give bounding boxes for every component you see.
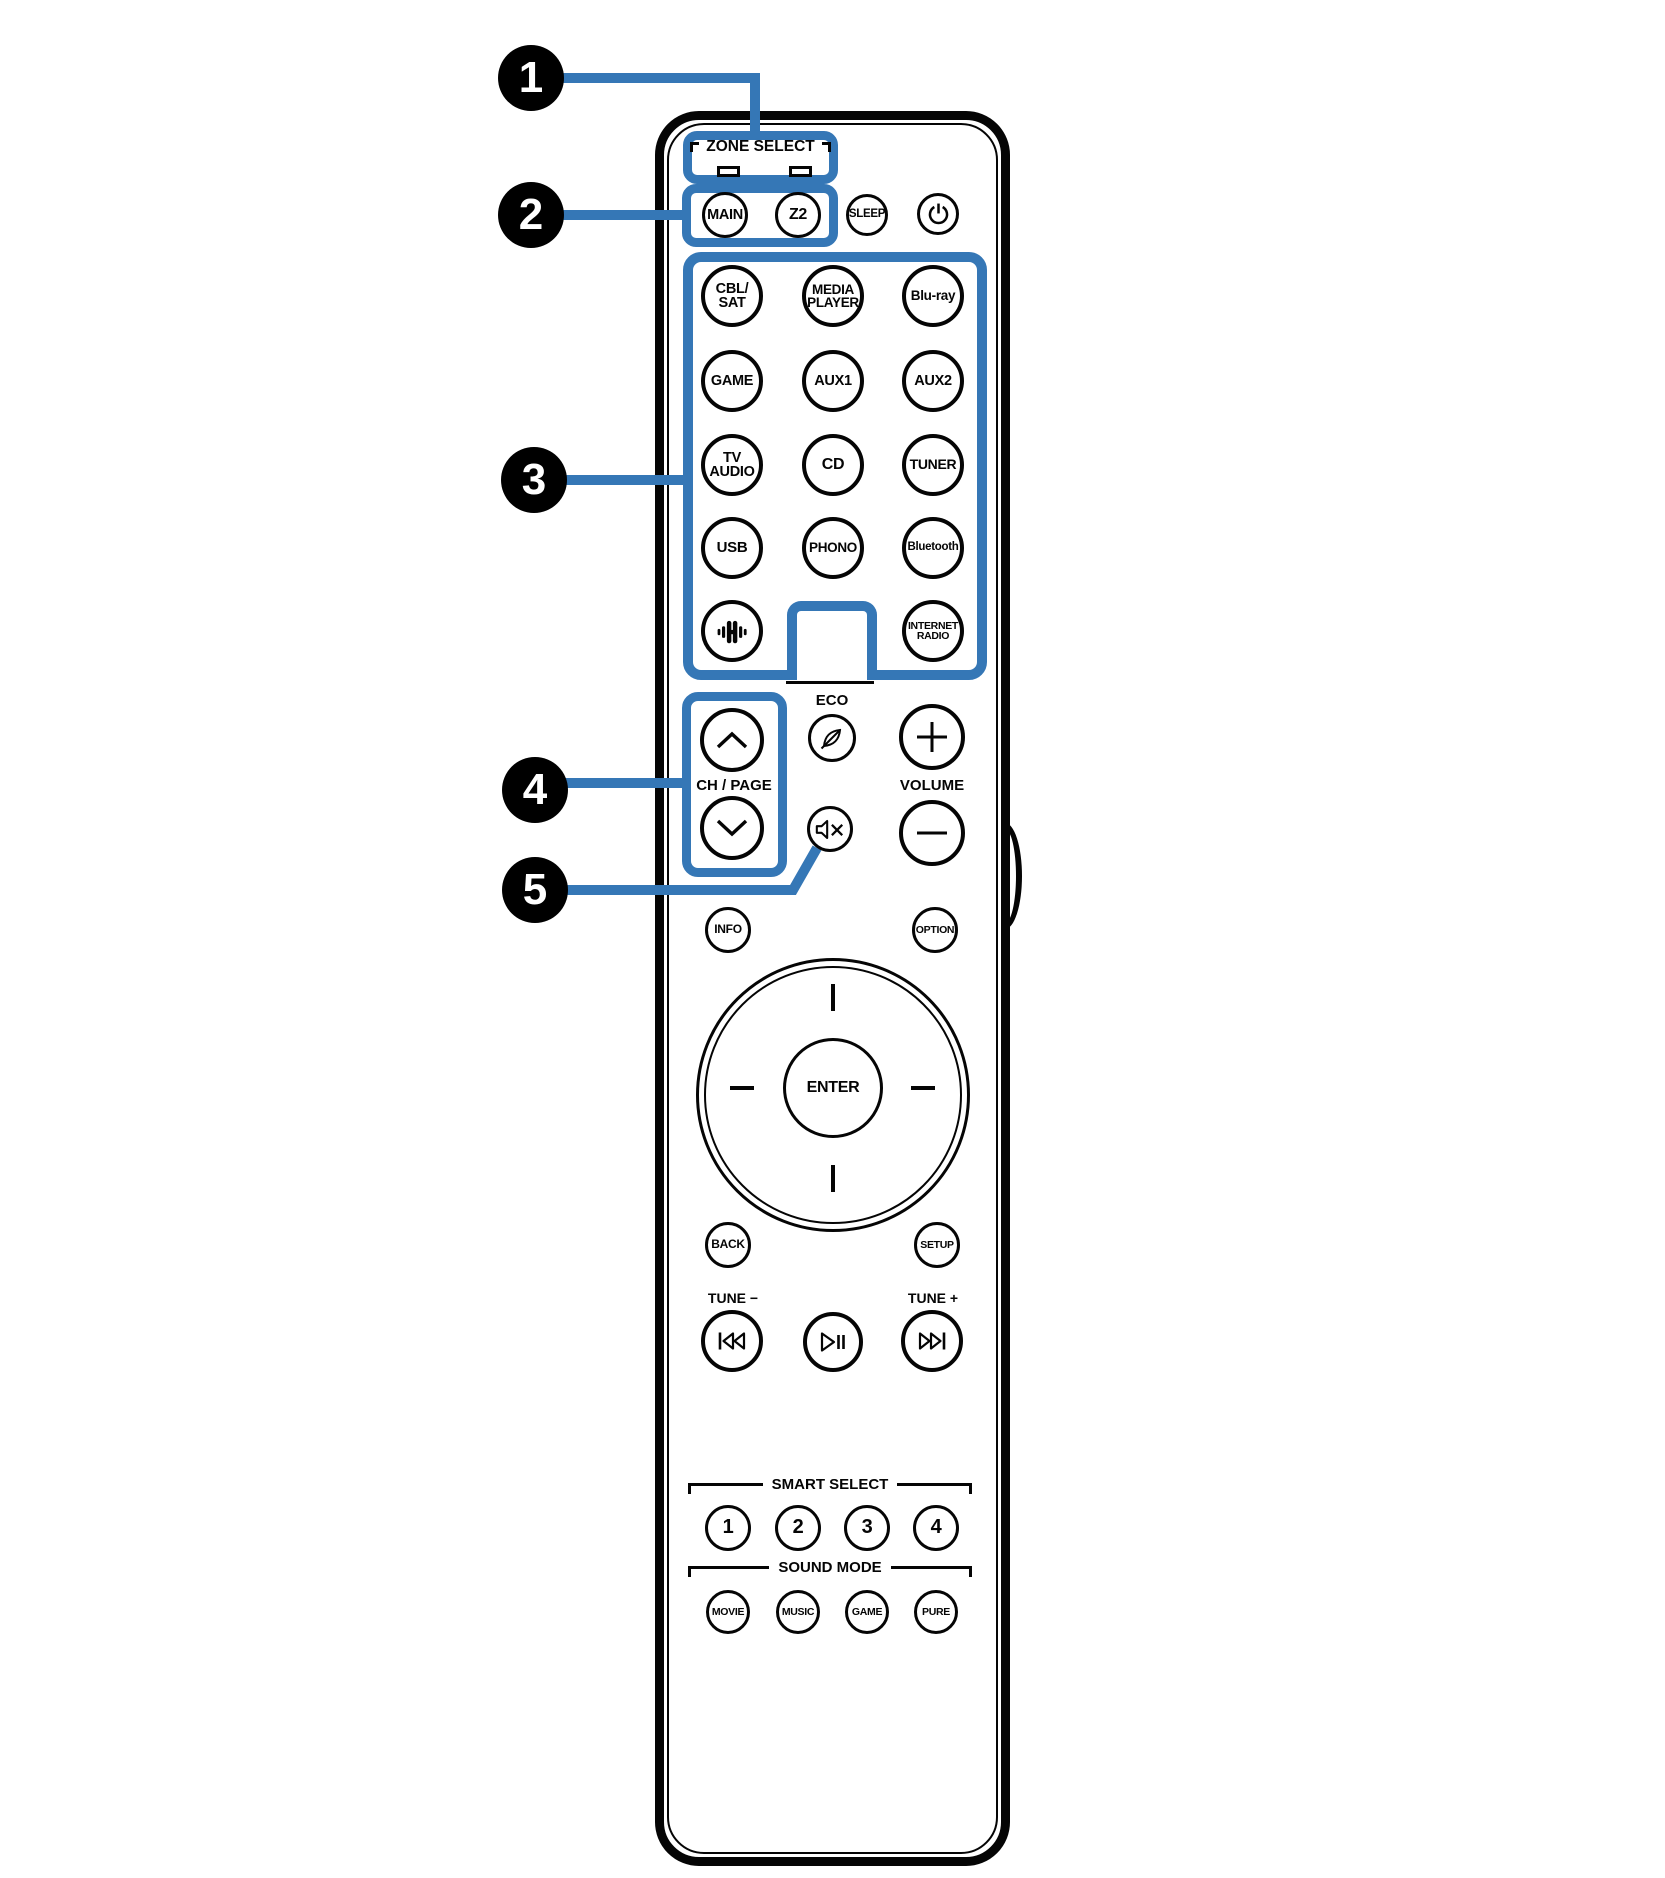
heos-button[interactable] [701, 600, 763, 662]
skip-forward-button[interactable] [901, 1310, 963, 1372]
tune-plus-label: TUNE + [907, 1290, 959, 1306]
phono-button[interactable]: PHONO [802, 517, 864, 579]
channel-page-down-button[interactable] [700, 796, 764, 860]
tuner-button[interactable]: TUNER [902, 434, 964, 496]
right-bracket-icon [969, 1483, 973, 1494]
smart-select-4-button[interactable]: 4 [913, 1505, 959, 1551]
callout-2-badge: 2 [498, 182, 564, 248]
channel-page-up-button[interactable] [700, 708, 764, 772]
cursor-up-mark[interactable] [831, 984, 835, 1011]
sleep-button[interactable]: SLEEP [846, 194, 888, 236]
sound-mode-label: SOUND MODE [778, 1559, 882, 1576]
cursor-right-mark[interactable] [911, 1086, 935, 1090]
chevron-down-icon [716, 819, 748, 837]
bluetooth-button[interactable]: Bluetooth [902, 517, 964, 579]
left-bracket-icon [690, 142, 700, 152]
eco-leaf-icon [820, 728, 842, 750]
cbl-sat-button[interactable]: CBL/SAT [701, 265, 763, 327]
volume-label: VOLUME [899, 777, 965, 794]
eco-button[interactable] [808, 714, 856, 762]
main-zone-button[interactable]: MAIN [702, 192, 748, 238]
main-zone-led [717, 166, 740, 177]
power-standby-icon [928, 203, 948, 224]
zone-select-label-group: ZONE SELECT [690, 138, 831, 155]
callout-5-badge: 5 [502, 857, 568, 923]
callout-1-badge: 1 [498, 45, 564, 111]
enter-button[interactable]: ENTER [783, 1038, 883, 1138]
sound-mode-header: SOUND MODE [688, 1560, 972, 1581]
sound-mode-music-button[interactable]: MUSIC [776, 1590, 820, 1634]
cursor-down-mark[interactable] [831, 1165, 835, 1192]
play-pause-icon [820, 1332, 845, 1352]
ch-page-label: CH / PAGE [696, 777, 772, 794]
back-button[interactable]: BACK [705, 1222, 751, 1268]
heos-icon [717, 620, 747, 644]
section-divider-line [786, 681, 874, 684]
smart-select-1-button[interactable]: 1 [705, 1505, 751, 1551]
plus-icon [917, 722, 947, 752]
callout-4-badge: 4 [502, 757, 568, 823]
callout-box-sources-notch [787, 601, 877, 680]
remote-body-inner-line [667, 123, 998, 1854]
usb-button[interactable]: USB [701, 517, 763, 579]
skip-back-button[interactable] [701, 1310, 763, 1372]
mute-speaker-icon [815, 819, 844, 839]
right-bracket-icon [969, 1566, 972, 1577]
cd-button[interactable]: CD [802, 434, 864, 496]
smart-select-2-button[interactable]: 2 [775, 1505, 821, 1551]
eco-label: ECO [815, 692, 849, 709]
right-bracket-icon [821, 142, 831, 152]
left-bracket-icon [688, 1483, 691, 1494]
left-bracket-icon [688, 1566, 691, 1577]
sound-mode-movie-button[interactable]: MOVIE [706, 1590, 750, 1634]
info-button[interactable]: INFO [705, 907, 751, 953]
skip-back-icon [718, 1332, 746, 1350]
tune-minus-label: TUNE − [707, 1290, 759, 1306]
option-button[interactable]: OPTION [912, 907, 958, 953]
chevron-up-icon [716, 731, 748, 749]
aux1-button[interactable]: AUX1 [802, 350, 864, 412]
play-pause-button[interactable] [803, 1312, 863, 1372]
cursor-pad-inner-ring [704, 966, 962, 1224]
smart-select-3-button[interactable]: 3 [844, 1505, 890, 1551]
skip-forward-icon [918, 1332, 946, 1350]
setup-button[interactable]: SETUP [914, 1222, 960, 1268]
callout-3-badge: 3 [501, 447, 567, 513]
game-button[interactable]: GAME [701, 350, 763, 412]
smart-select-label: SMART SELECT [771, 1476, 889, 1493]
cursor-left-mark[interactable] [730, 1086, 754, 1090]
smart-select-header: SMART SELECT [688, 1477, 973, 1498]
sound-mode-pure-button[interactable]: PURE [914, 1590, 958, 1634]
blu-ray-button[interactable]: Blu-ray [902, 265, 964, 327]
minus-icon [917, 831, 947, 835]
callout-box-zone-select [683, 131, 838, 184]
mute-button[interactable] [807, 806, 853, 852]
sound-mode-game-button[interactable]: GAME [845, 1590, 889, 1634]
power-button[interactable] [917, 193, 959, 235]
volume-up-button[interactable] [899, 704, 965, 770]
zone2-led [789, 166, 812, 177]
aux2-button[interactable]: AUX2 [902, 350, 964, 412]
zone-select-label: ZONE SELECT [706, 138, 815, 155]
volume-down-button[interactable] [899, 800, 965, 866]
zone2-button[interactable]: Z2 [775, 192, 821, 238]
